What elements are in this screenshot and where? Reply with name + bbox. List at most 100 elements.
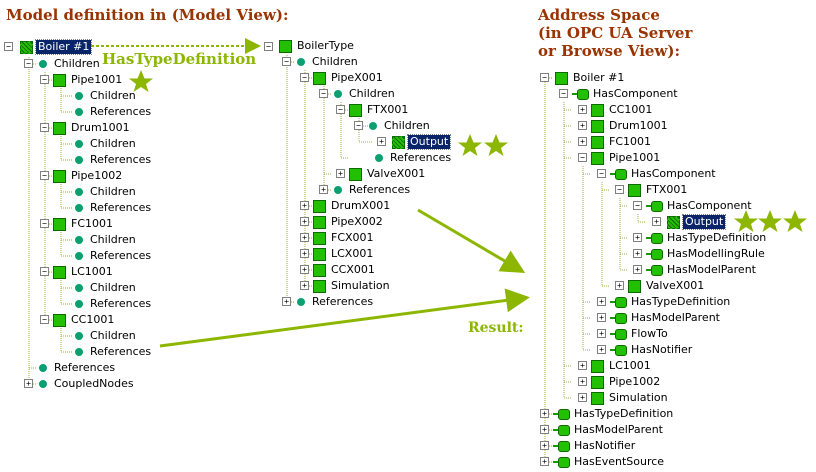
expand-toggle[interactable]: + [540, 457, 549, 466]
tree-node-references[interactable]: References [37, 360, 117, 376]
tree-node-has-model-parent[interactable]: HasModelParent [646, 262, 758, 278]
tree-node-has-type-definition[interactable]: HasTypeDefinition [646, 230, 768, 246]
expand-toggle[interactable]: + [300, 249, 309, 258]
tree-node-fc1001[interactable]: FC1001 [591, 134, 653, 150]
tree-node-cc1001[interactable]: CC1001 [591, 102, 654, 118]
expand-toggle[interactable]: + [300, 217, 309, 226]
expand-toggle[interactable]: + [300, 233, 309, 242]
expand-toggle[interactable]: + [597, 297, 606, 306]
expand-toggle[interactable]: − [559, 89, 568, 98]
tree-node-has-component[interactable]: HasComponent [572, 86, 680, 102]
tree-node-children[interactable]: Children [73, 88, 138, 104]
expand-toggle[interactable]: − [540, 73, 549, 82]
tree-node-children[interactable]: Children [73, 232, 138, 248]
expand-toggle[interactable]: + [578, 105, 587, 114]
expand-toggle[interactable]: − [615, 185, 624, 194]
tree-node-ftx001[interactable]: FTX001 [349, 102, 410, 118]
tree-node-boiler[interactable]: Boiler #1 [20, 39, 93, 55]
expand-toggle[interactable]: + [377, 137, 386, 146]
tree-node-has-component[interactable]: HasComponent [646, 198, 754, 214]
expand-toggle[interactable]: − [633, 201, 642, 210]
expand-toggle[interactable]: + [578, 121, 587, 130]
expand-toggle[interactable]: + [597, 313, 606, 322]
expand-toggle[interactable]: + [633, 233, 642, 242]
tree-node-pipe1002[interactable]: Pipe1002 [591, 374, 662, 390]
tree-node-drum1001[interactable]: Drum1001 [53, 120, 132, 136]
tree-node-has-modelling-rule[interactable]: HasModellingRule [646, 246, 767, 262]
expand-toggle[interactable]: + [633, 265, 642, 274]
tree-node-pipe1001[interactable]: Pipe1001 [53, 72, 124, 88]
expand-toggle[interactable]: + [615, 281, 624, 290]
tree-node-has-notifier[interactable]: HasNotifier [610, 342, 694, 358]
expand-toggle[interactable]: − [4, 42, 13, 51]
tree-node-references[interactable]: References [373, 150, 453, 166]
tree-node-has-type-definition[interactable]: HasTypeDefinition [610, 294, 732, 310]
expand-toggle[interactable]: + [652, 217, 661, 226]
expand-toggle[interactable]: − [40, 123, 49, 132]
tree-node-has-type-definition[interactable]: HasTypeDefinition [553, 406, 675, 422]
expand-toggle[interactable]: − [40, 219, 49, 228]
tree-node-references[interactable]: References [332, 182, 412, 198]
expand-toggle[interactable]: − [300, 73, 309, 82]
expand-toggle[interactable]: − [264, 42, 273, 51]
tree-node-references[interactable]: References [295, 294, 375, 310]
expand-toggle[interactable]: + [633, 249, 642, 258]
tree-node-cc1001[interactable]: CC1001 [53, 312, 116, 328]
tree-node-valvex001[interactable]: ValveX001 [349, 166, 427, 182]
expand-toggle[interactable]: − [597, 169, 606, 178]
tree-node-fcx001[interactable]: FCX001 [313, 230, 376, 246]
expand-toggle[interactable]: − [24, 59, 33, 68]
tree-node-references[interactable]: References [73, 104, 153, 120]
expand-toggle[interactable]: − [40, 171, 49, 180]
expand-toggle[interactable]: + [336, 169, 345, 178]
tree-node-has-component[interactable]: HasComponent [610, 166, 718, 182]
expand-toggle[interactable]: + [300, 265, 309, 274]
tree-node-pipex001[interactable]: PipeX001 [313, 70, 385, 86]
tree-node-children[interactable]: Children [367, 118, 432, 134]
tree-node-fc1001[interactable]: FC1001 [53, 216, 115, 232]
expand-toggle[interactable]: − [282, 57, 291, 66]
tree-node-simulation[interactable]: Simulation [313, 278, 392, 294]
tree-node-output[interactable]: Output [392, 134, 452, 150]
expand-toggle[interactable]: − [336, 105, 345, 114]
expand-toggle[interactable]: + [578, 377, 587, 386]
tree-node-valvex001[interactable]: ValveX001 [628, 278, 706, 294]
tree-node-references[interactable]: References [73, 152, 153, 168]
expand-toggle[interactable]: − [319, 89, 328, 98]
tree-node-ftx001[interactable]: FTX001 [628, 182, 689, 198]
tree-node-references[interactable]: References [73, 296, 153, 312]
expand-toggle[interactable]: + [300, 201, 309, 210]
expand-toggle[interactable]: + [540, 425, 549, 434]
tree-node-children[interactable]: Children [73, 136, 138, 152]
tree-node-pipe1001[interactable]: Pipe1001 [591, 150, 662, 166]
tree-node-flow-to[interactable]: FlowTo [610, 326, 670, 342]
expand-toggle[interactable]: + [319, 185, 328, 194]
tree-node-has-event-source[interactable]: HasEventSource [553, 454, 666, 470]
tree-node-simulation[interactable]: Simulation [591, 390, 670, 406]
expand-toggle[interactable]: + [578, 361, 587, 370]
tree-node-pipex002[interactable]: PipeX002 [313, 214, 385, 230]
tree-node-lc1001[interactable]: LC1001 [591, 358, 653, 374]
expand-toggle[interactable]: + [597, 329, 606, 338]
tree-node-ccx001[interactable]: CCX001 [313, 262, 377, 278]
expand-toggle[interactable]: + [540, 409, 549, 418]
tree-node-lc1001[interactable]: LC1001 [53, 264, 115, 280]
tree-node-pipe1002[interactable]: Pipe1002 [53, 168, 124, 184]
tree-node-references[interactable]: References [73, 248, 153, 264]
tree-node-drumx001[interactable]: DrumX001 [313, 198, 392, 214]
tree-node-references[interactable]: References [73, 200, 153, 216]
tree-node-children[interactable]: Children [332, 86, 397, 102]
tree-node-has-model-parent[interactable]: HasModelParent [553, 422, 665, 438]
expand-toggle[interactable]: − [40, 75, 49, 84]
tree-node-children[interactable]: Children [73, 184, 138, 200]
expand-toggle[interactable]: − [40, 267, 49, 276]
expand-toggle[interactable]: − [354, 121, 363, 130]
tree-node-boiler[interactable]: Boiler #1 [555, 70, 626, 86]
tree-node-output[interactable]: Output [667, 214, 727, 230]
expand-toggle[interactable]: + [578, 393, 587, 402]
tree-node-children[interactable]: Children [73, 280, 138, 296]
tree-node-children[interactable]: Children [73, 328, 138, 344]
tree-node-references[interactable]: References [73, 344, 153, 360]
expand-toggle[interactable]: + [540, 441, 549, 450]
expand-toggle[interactable]: + [282, 297, 291, 306]
